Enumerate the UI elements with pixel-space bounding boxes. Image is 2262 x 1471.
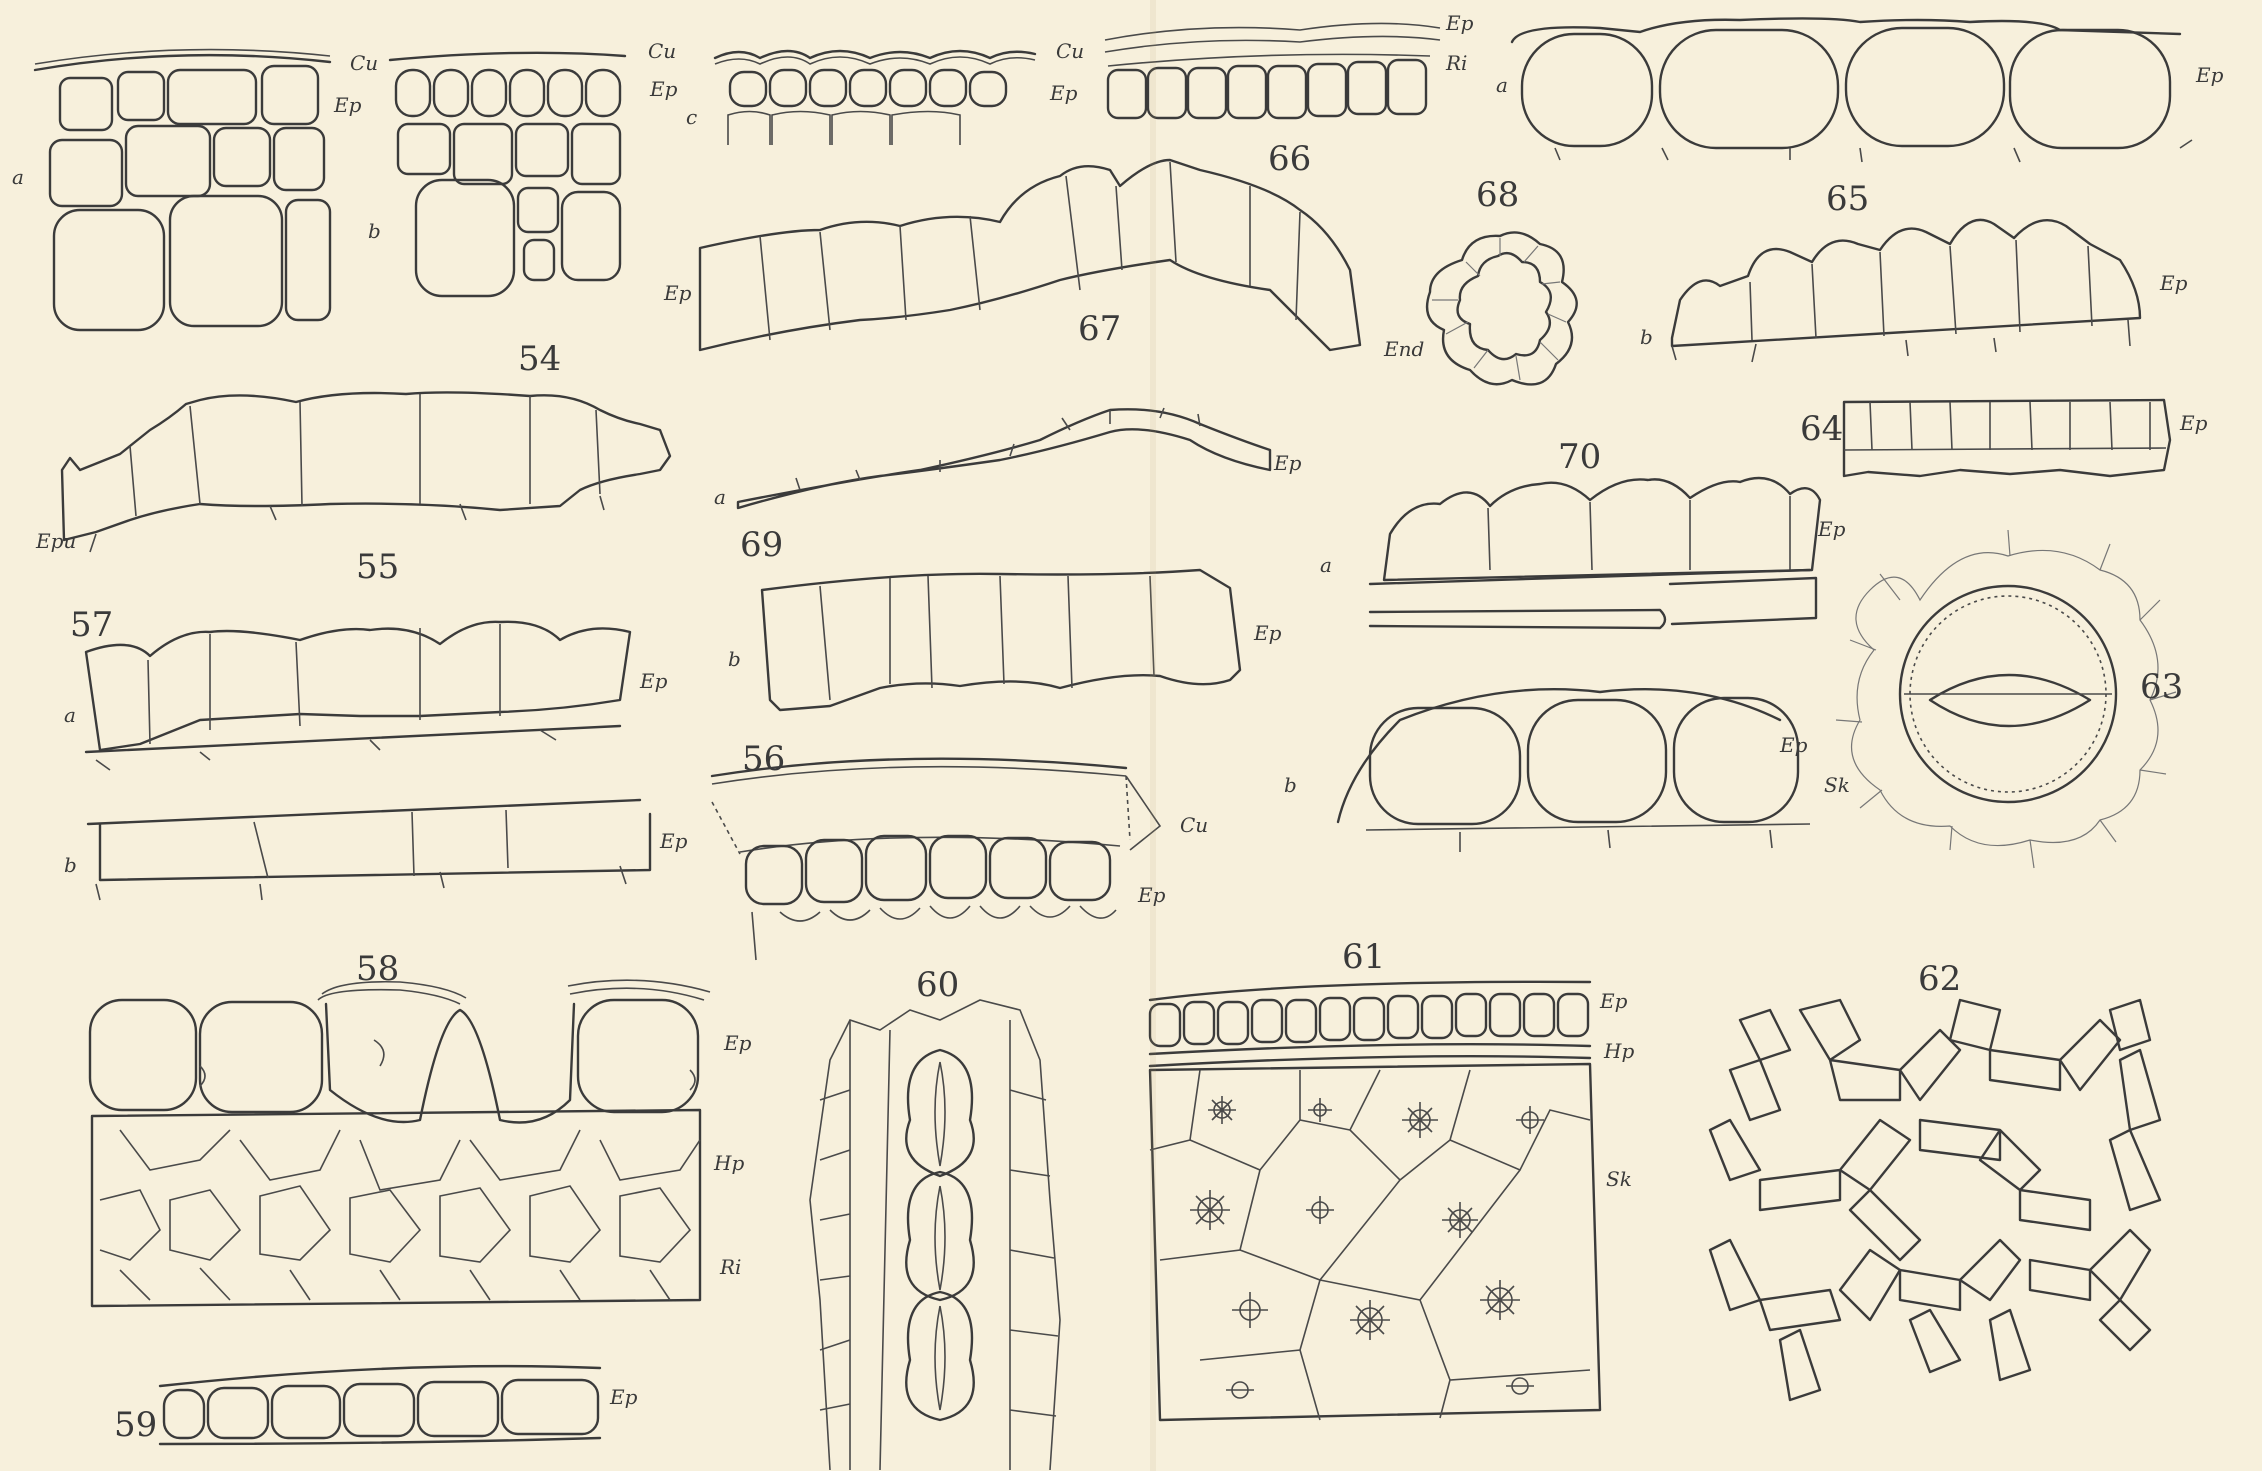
label-cu-54c: Cu [1056,39,1084,63]
label-ep-55b: Ep [659,829,688,853]
figure-58 [90,980,710,1306]
figure-60 [810,1000,1060,1470]
label-ep-69b: Ep [1253,621,1282,645]
figure-62 [1710,1000,2160,1400]
label-ep-69a: Ep [1273,451,1302,475]
figure-number-62: 62 [1918,959,1961,999]
subfig-b-69: b [728,647,741,671]
subfig-a-70: a [1320,553,1332,577]
figure-number-55: 55 [356,547,399,587]
label-cu-56: Cu [1180,813,1208,837]
figure-54a [35,50,330,330]
label-epu-54: Epu [35,529,76,553]
figure-number-64: 64 [1800,409,1843,449]
subfig-a-69: a [714,485,726,509]
subfig-b-70: b [1284,773,1297,797]
figure-54-row [62,392,670,552]
figure-54b [390,53,625,296]
figure-number-59: 59 [114,1405,157,1445]
figure-69b [762,570,1240,710]
label-ep-70b: Ep [1779,733,1808,757]
label-ep-54b: Ep [649,77,678,101]
subfig-a-54: a [12,165,24,189]
figure-number-67: 67 [1078,309,1121,349]
label-cu-54a: Cu [350,51,378,75]
label-ep-54c: Ep [1049,81,1078,105]
figure-number-68: 68 [1476,175,1519,215]
label-sk-63: Sk [1824,773,1850,797]
subfig-b-65: b [1640,325,1653,349]
figure-number-65: 65 [1826,179,1869,219]
figure-55a [86,622,630,770]
label-ep-65b: Ep [2159,271,2188,295]
label-ep-65a: Ep [2195,63,2224,87]
label-ep-59: Ep [609,1385,638,1409]
figure-number-69: 69 [740,525,783,565]
figure-64 [1844,400,2170,476]
label-ep-67: Ep [663,281,692,305]
figure-number-56: 56 [742,739,785,779]
label-ep-56: Ep [1137,883,1166,907]
label-ep-61: Ep [1599,989,1628,1013]
label-end-68: End [1383,337,1424,361]
figure-55b [88,800,650,900]
figure-65a [1512,18,2192,162]
subfig-a-65: a [1496,73,1508,97]
subfig-c-54: c [686,105,697,129]
label-ep-70a: Ep [1817,517,1846,541]
label-cu-54b: Cu [648,39,676,63]
figure-68 [1427,232,1577,384]
label-ri-58: Ri [719,1255,741,1279]
label-ep-66: Ep [1445,11,1474,35]
figure-61 [1150,982,1600,1420]
label-ep-58: Ep [723,1031,752,1055]
figure-number-60: 60 [916,965,959,1005]
figure-70b [1338,689,1810,852]
figure-number-57: 57 [70,605,113,645]
figure-59 [160,1366,600,1444]
subfig-b-54: b [368,219,381,243]
figure-67 [700,160,1360,350]
subfig-a-55: a [64,703,76,727]
label-ep-64: Ep [2179,411,2208,435]
label-hp-61: Hp [1603,1039,1634,1063]
figure-number-63: 63 [2140,667,2183,707]
figure-number-58: 58 [356,949,399,989]
figure-number-54: 54 [518,339,561,379]
figure-70a [1370,478,1820,628]
figure-number-66: 66 [1268,139,1311,179]
figure-number-61: 61 [1342,937,1385,977]
figure-56 [712,759,1160,960]
label-ri-66: Ri [1445,51,1467,75]
figure-54c [715,51,1035,145]
figure-63 [1836,530,2176,868]
label-ep-55a: Ep [639,669,668,693]
figure-69a [738,408,1270,508]
subfig-b-55: b [64,853,77,877]
label-sk-61: Sk [1606,1167,1632,1191]
figure-number-70: 70 [1558,437,1601,477]
label-ep-54a: Ep [333,93,362,117]
figure-65b [1672,220,2140,362]
label-hp-58: Hp [713,1151,744,1175]
